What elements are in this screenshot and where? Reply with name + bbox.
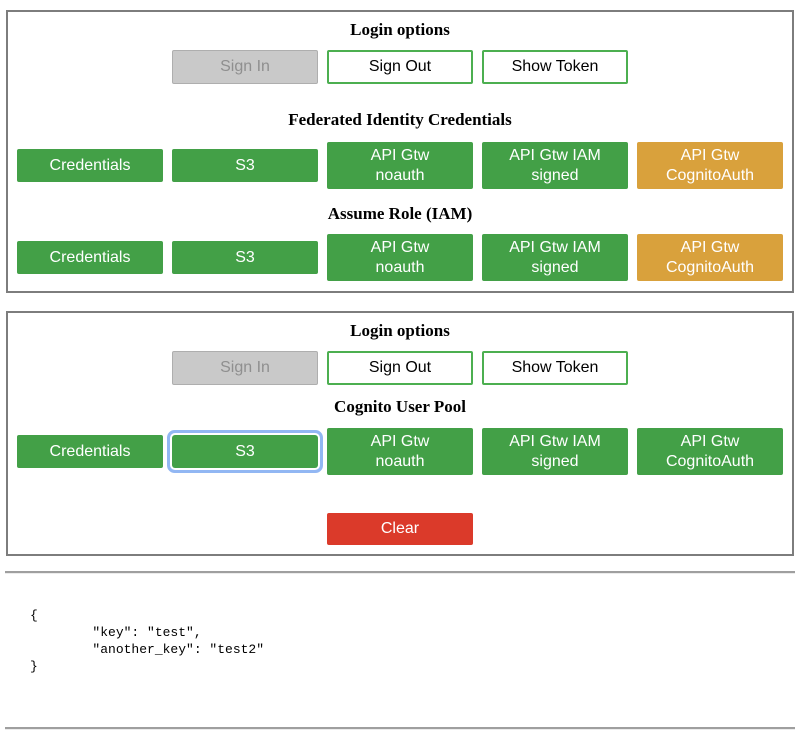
credentials-button[interactable]: Credentials bbox=[17, 241, 163, 274]
login-options-heading: Login options bbox=[350, 20, 450, 39]
output-bottom-divider bbox=[5, 727, 795, 730]
cognito-user-pool-heading: Cognito User Pool bbox=[334, 397, 466, 416]
api-gtw-noauth-button[interactable]: API Gtw noauth bbox=[327, 142, 473, 189]
login-options-heading: Login options bbox=[350, 321, 450, 340]
show-token-button[interactable]: Show Token bbox=[482, 351, 628, 385]
s3-button[interactable]: S3 bbox=[172, 241, 318, 274]
api-gtw-noauth-button[interactable]: API Gtw noauth bbox=[327, 428, 473, 475]
api-gtw-cognitoauth-button[interactable]: API Gtw CognitoAuth bbox=[637, 428, 783, 475]
json-output: { "key": "test", "another_key": "test2" … bbox=[30, 608, 265, 674]
s3-button-focused[interactable]: S3 bbox=[172, 435, 318, 468]
sign-in-button[interactable]: Sign In bbox=[172, 50, 318, 84]
clear-button-row: Clear bbox=[8, 513, 792, 545]
credentials-button[interactable]: Credentials bbox=[17, 149, 163, 182]
output-top-divider bbox=[5, 571, 795, 574]
sign-in-button[interactable]: Sign In bbox=[172, 351, 318, 385]
api-gtw-iam-signed-button[interactable]: API Gtw IAM signed bbox=[482, 142, 628, 189]
clear-button[interactable]: Clear bbox=[327, 513, 473, 545]
assume-role-buttons-row: Credentials S3 API Gtw noauth API Gtw IA… bbox=[8, 234, 792, 281]
cognito-buttons-row: Credentials S3 API Gtw noauth API Gtw IA… bbox=[8, 428, 792, 475]
api-gtw-iam-signed-button[interactable]: API Gtw IAM signed bbox=[482, 234, 628, 281]
show-token-button[interactable]: Show Token bbox=[482, 50, 628, 84]
federated-buttons-row: Credentials S3 API Gtw noauth API Gtw IA… bbox=[8, 142, 792, 189]
login-buttons-row: Sign In Sign Out Show Token bbox=[8, 351, 792, 385]
assume-role-heading: Assume Role (IAM) bbox=[327, 204, 473, 223]
api-gtw-cognitoauth-button[interactable]: API Gtw CognitoAuth bbox=[637, 234, 783, 281]
federated-credentials-heading: Federated Identity Credentials bbox=[288, 110, 512, 129]
federated-login-panel: Login options Sign In Sign Out Show Toke… bbox=[6, 10, 794, 293]
login-buttons-row: Sign In Sign Out Show Token bbox=[8, 50, 792, 84]
s3-button[interactable]: S3 bbox=[172, 149, 318, 182]
api-gtw-noauth-button[interactable]: API Gtw noauth bbox=[327, 234, 473, 281]
cognito-login-panel: Login options Sign In Sign Out Show Toke… bbox=[6, 311, 794, 556]
api-gtw-iam-signed-button[interactable]: API Gtw IAM signed bbox=[482, 428, 628, 475]
sign-out-button[interactable]: Sign Out bbox=[327, 50, 473, 84]
sign-out-button[interactable]: Sign Out bbox=[327, 351, 473, 385]
api-gtw-cognitoauth-button[interactable]: API Gtw CognitoAuth bbox=[637, 142, 783, 189]
credentials-button[interactable]: Credentials bbox=[17, 435, 163, 468]
